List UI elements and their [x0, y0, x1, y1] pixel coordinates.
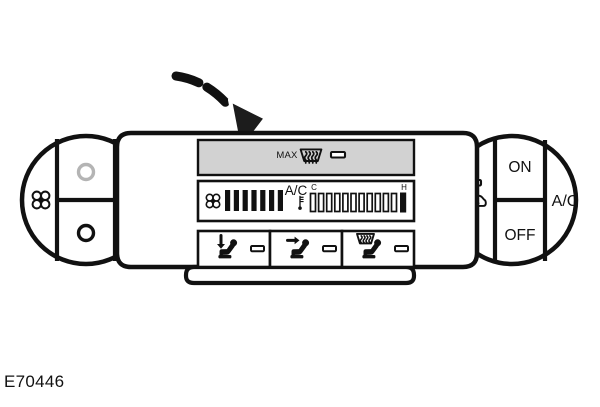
max-defrost-button[interactable]: MAX [196, 138, 416, 177]
seat-face-arrow-icon [286, 236, 310, 259]
figure-caption: E70446 [4, 372, 65, 391]
led-indicator [322, 245, 337, 253]
seat-floor-arrow-icon [217, 234, 238, 259]
knob-marker-high [76, 223, 96, 243]
fan-speed-bars[interactable] [225, 190, 283, 211]
panel-lower-lip [183, 264, 417, 286]
fan-temperature-display: A/C C H [196, 179, 416, 223]
mode-floor-button[interactable] [196, 229, 272, 269]
temp-cold-label: C [311, 183, 317, 192]
airflow-mode-button-row [196, 229, 416, 269]
temp-hot-label: H [401, 183, 407, 192]
temperature-bar-active [400, 192, 407, 213]
max-defrost-label: MAX [276, 150, 298, 161]
mode-defrost-floor-button[interactable] [340, 229, 416, 269]
mode-panel-button[interactable] [268, 229, 344, 269]
led-indicator [394, 245, 409, 253]
knob-marker-low [76, 162, 96, 182]
knob-label-ac: A/C [552, 193, 579, 210]
knob-label-off: OFF [505, 227, 536, 244]
knob-label-on: ON [508, 159, 531, 176]
ac-label: A/C [285, 183, 308, 198]
led-indicator [329, 150, 347, 159]
temperature-bars[interactable] [309, 192, 407, 213]
led-indicator [250, 245, 265, 253]
